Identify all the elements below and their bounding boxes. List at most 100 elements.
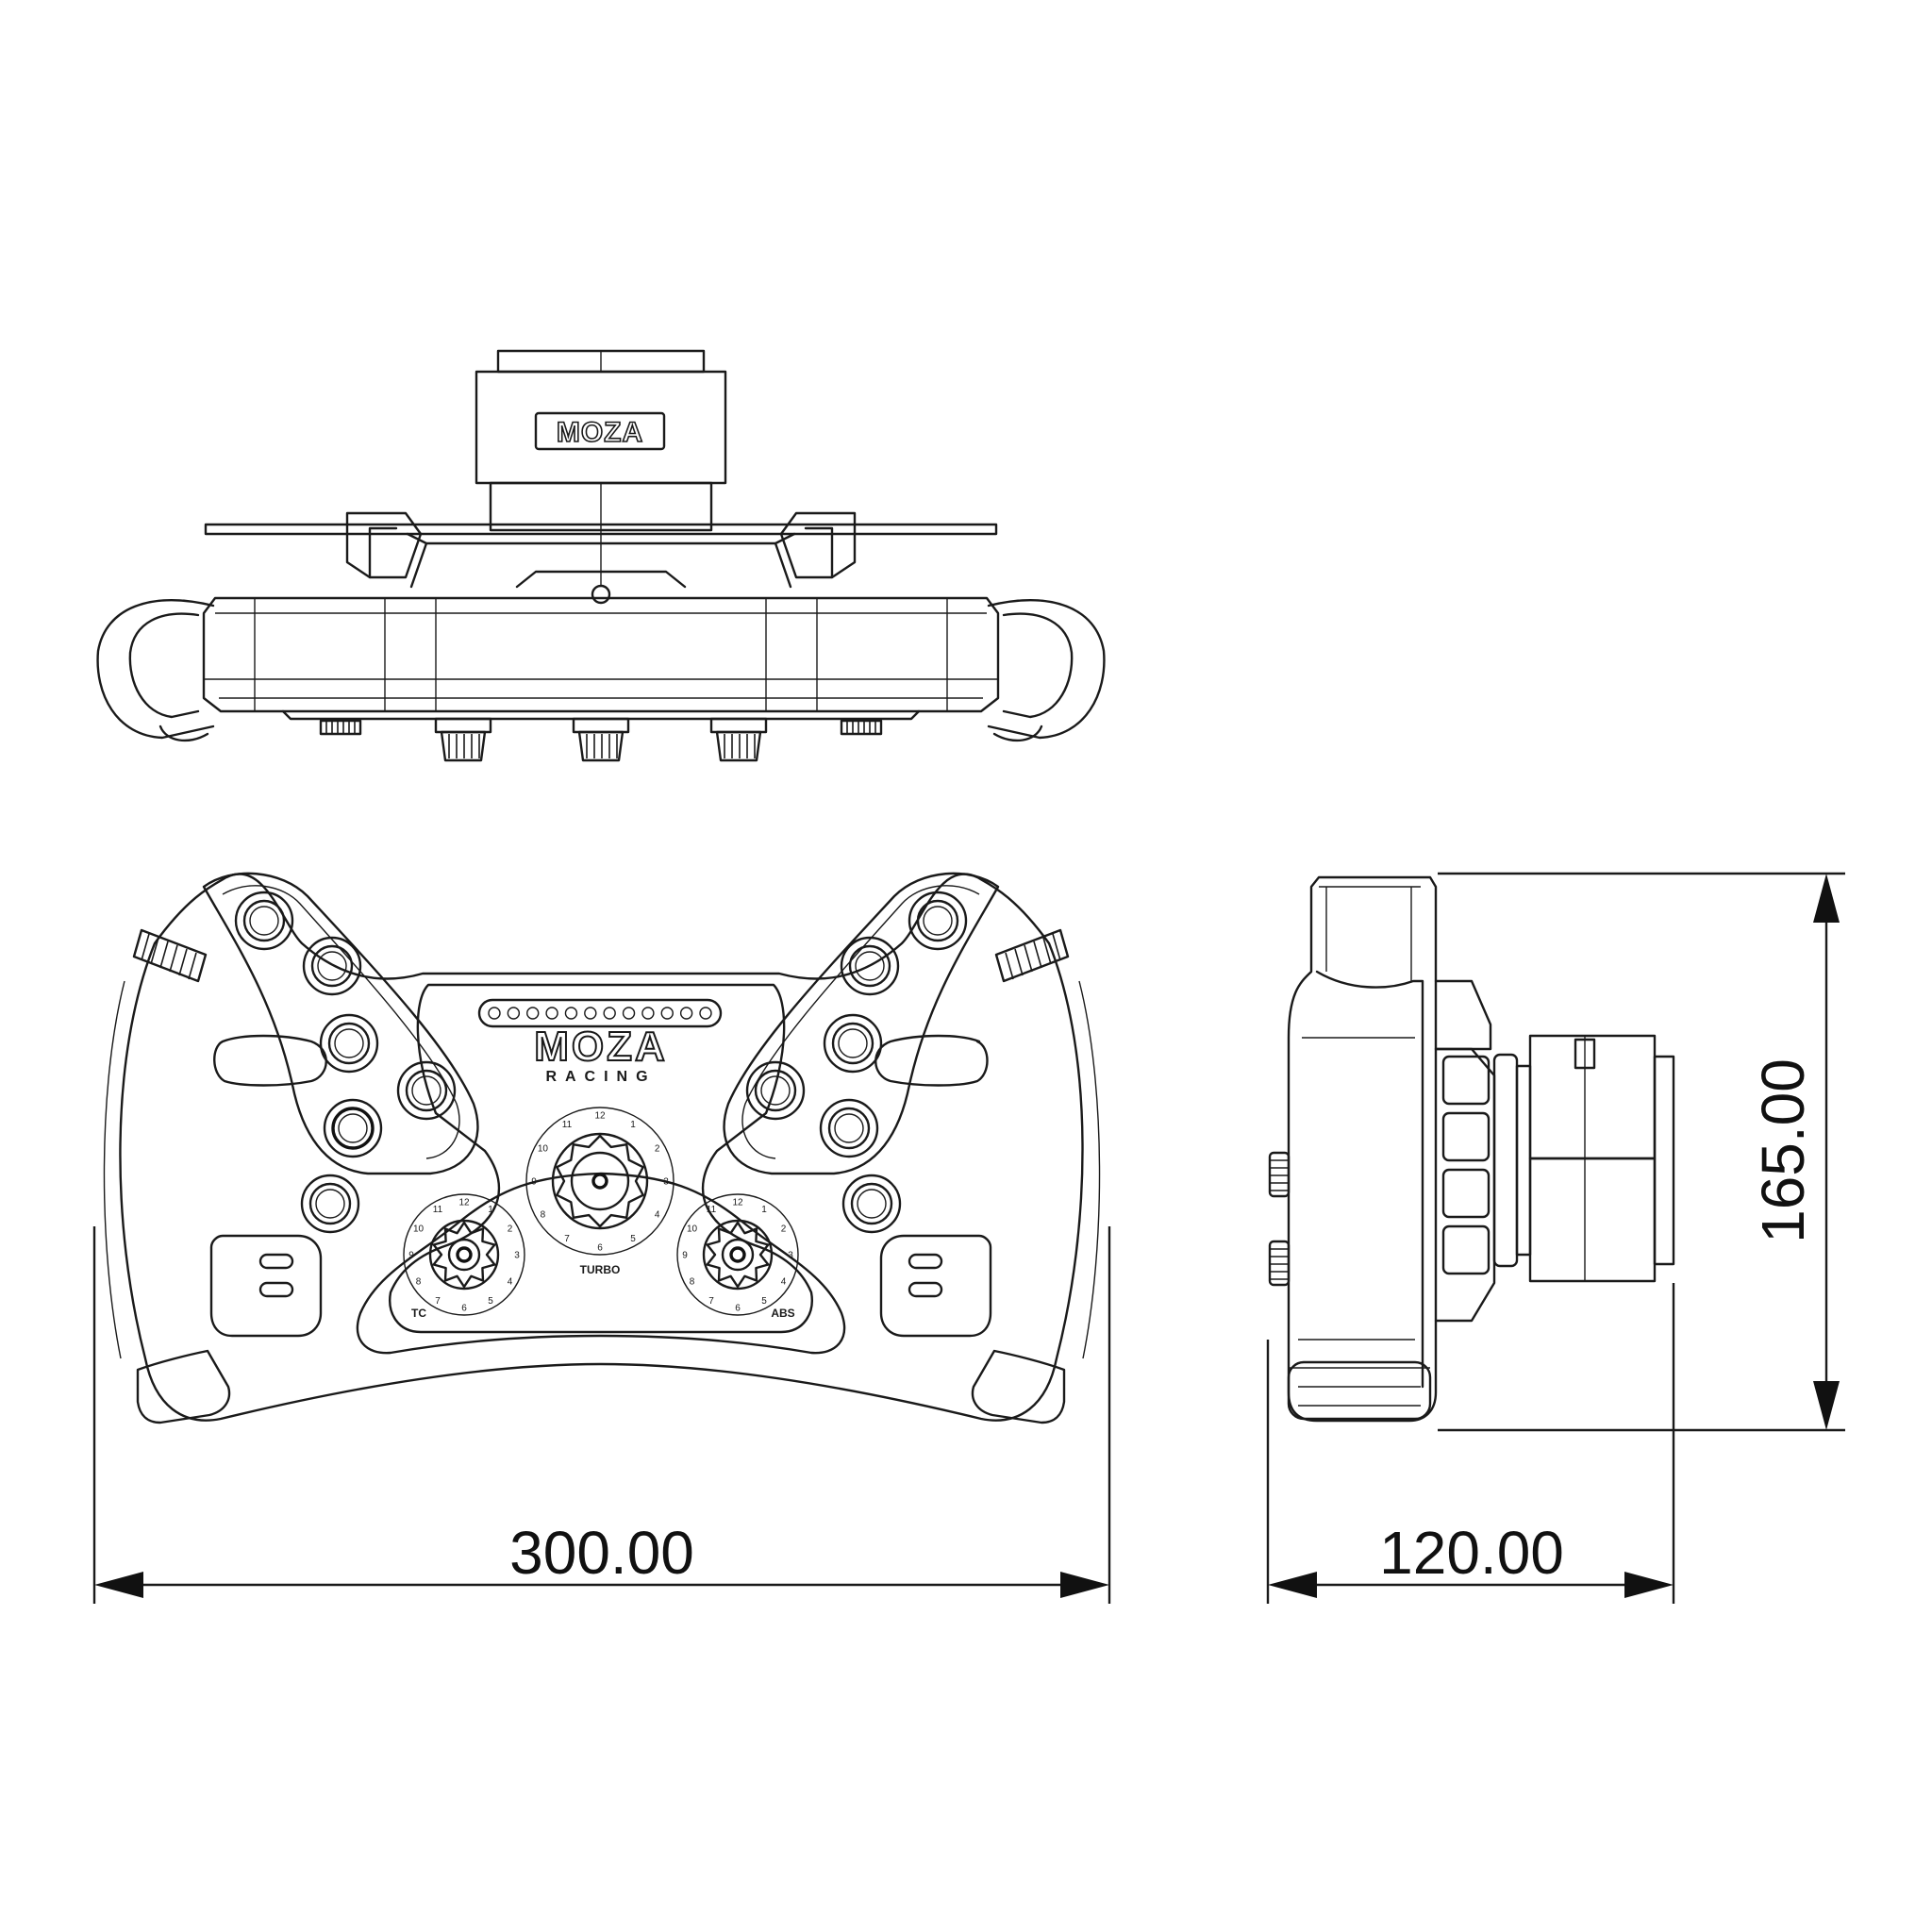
dial-position-label: 1 [488, 1205, 493, 1215]
right-paddle-mount [779, 511, 857, 579]
push-button-3[interactable] [319, 1013, 379, 1074]
dial-position-label: 8 [416, 1277, 422, 1288]
front-logo-sub: RACING [545, 1069, 656, 1085]
side-body [1287, 875, 1438, 1423]
dimension-height: 165.00 [1438, 872, 1845, 1432]
dial-position-label: 6 [461, 1304, 467, 1314]
push-button-9[interactable] [823, 1013, 883, 1074]
depth-dimension-label: 120.00 [1379, 1519, 1564, 1587]
dial-position-label: 5 [630, 1234, 636, 1244]
dial-position-label: 3 [788, 1251, 793, 1261]
right-bottom-grip [971, 1349, 1066, 1424]
rpm-led [564, 1007, 578, 1020]
side-bottom-grip [1287, 1360, 1432, 1421]
top-view: MOZA [96, 349, 1106, 762]
encoder-knob-center [572, 717, 630, 762]
right-grip-cutout [874, 1034, 989, 1087]
button-group [234, 891, 968, 1234]
wheel-body-front [119, 873, 1084, 1422]
dimension-depth: 120.00 [1266, 1283, 1675, 1604]
dial-position-label: 10 [687, 1224, 698, 1235]
rpm-led [679, 1007, 693, 1020]
dial-position-label: 10 [538, 1144, 549, 1155]
dial-label-tc: TC [411, 1307, 426, 1320]
dial-position-label: 2 [655, 1144, 660, 1155]
dial-position-label: 9 [408, 1251, 414, 1261]
dial-position-label: 1 [761, 1205, 767, 1215]
side-knob-lower [1268, 1240, 1291, 1287]
mounting-plate [204, 523, 998, 536]
dial-position-label: 9 [682, 1251, 688, 1261]
left-thumb-encoder [132, 928, 208, 983]
thumb-wheel-left [319, 719, 362, 736]
dial-position-label: 7 [708, 1296, 714, 1307]
dial-position-label: 5 [761, 1296, 767, 1307]
front-view: MOZA RACING 1234567891011121234567891011… [103, 872, 1101, 1424]
push-button-1[interactable] [234, 891, 294, 951]
right-thumb-encoder [994, 928, 1070, 983]
thumb-wheel-right [840, 719, 883, 736]
right-grip-top [987, 599, 1106, 742]
dial-group: 1234567891011121234567891011121234567891… [403, 1107, 799, 1316]
right-switch-pod [879, 1234, 992, 1338]
left-bottom-grip [136, 1349, 231, 1424]
push-button-6[interactable] [300, 1174, 360, 1234]
rpm-led [507, 1007, 521, 1020]
push-button-7[interactable] [908, 891, 968, 951]
left-grip-top [96, 599, 215, 742]
dial-position-label: 1 [630, 1120, 636, 1130]
rpm-led [699, 1007, 712, 1020]
rpm-led [584, 1007, 597, 1020]
push-button-10[interactable] [819, 1098, 879, 1158]
top-screw [591, 584, 611, 605]
rpm-led [641, 1007, 655, 1020]
dial-position-label: 12 [458, 1198, 470, 1208]
side-knob-upper [1268, 1151, 1291, 1198]
dial-position-label: 6 [597, 1243, 603, 1254]
rpm-led [526, 1007, 540, 1020]
side-view [1268, 875, 1675, 1423]
push-button-8[interactable] [840, 936, 900, 996]
top-logo-text: MOZA [557, 417, 643, 448]
left-grip-cutout [213, 1034, 327, 1087]
push-button-5[interactable] [396, 1060, 457, 1121]
encoder-knob-right [709, 717, 768, 762]
dial-position-label: 12 [732, 1198, 743, 1208]
rpm-led [622, 1007, 636, 1020]
dial-position-label: 4 [655, 1210, 660, 1221]
dial-position-label: 12 [594, 1111, 606, 1122]
side-quick-release [1492, 1034, 1675, 1283]
dial-position-label: 3 [663, 1177, 669, 1188]
dial-position-label: 4 [781, 1277, 787, 1288]
dial-position-label: 2 [508, 1224, 513, 1235]
dial-position-label: 5 [488, 1296, 493, 1307]
dial-position-label: 2 [781, 1224, 787, 1235]
height-dimension-label: 165.00 [1749, 1058, 1817, 1243]
rpm-led [660, 1007, 674, 1020]
dial-position-label: 7 [435, 1296, 441, 1307]
dial-position-label: 7 [564, 1234, 570, 1244]
right-wing-panel [723, 872, 1000, 1175]
push-button-12[interactable] [841, 1174, 902, 1234]
rpm-led [488, 1007, 501, 1020]
push-button-4[interactable] [323, 1098, 383, 1158]
quick-release-hub: MOZA [475, 349, 727, 587]
rpm-led [545, 1007, 558, 1020]
push-button-11[interactable] [745, 1060, 806, 1121]
push-button-2[interactable] [302, 936, 362, 996]
dial-position-label: 10 [413, 1224, 425, 1235]
encoder-knob-left [434, 717, 492, 762]
dial-position-label: 3 [514, 1251, 520, 1261]
left-paddle-mount [345, 511, 423, 579]
top-logo-plate [534, 411, 666, 451]
dial-position-label: 8 [541, 1210, 546, 1221]
dial-label-turbo: TURBO [580, 1263, 621, 1276]
center-panel [389, 983, 813, 1334]
dial-position-label: 9 [531, 1177, 537, 1188]
dial-position-label: 11 [433, 1205, 443, 1215]
wheel-body-top [202, 596, 1000, 713]
